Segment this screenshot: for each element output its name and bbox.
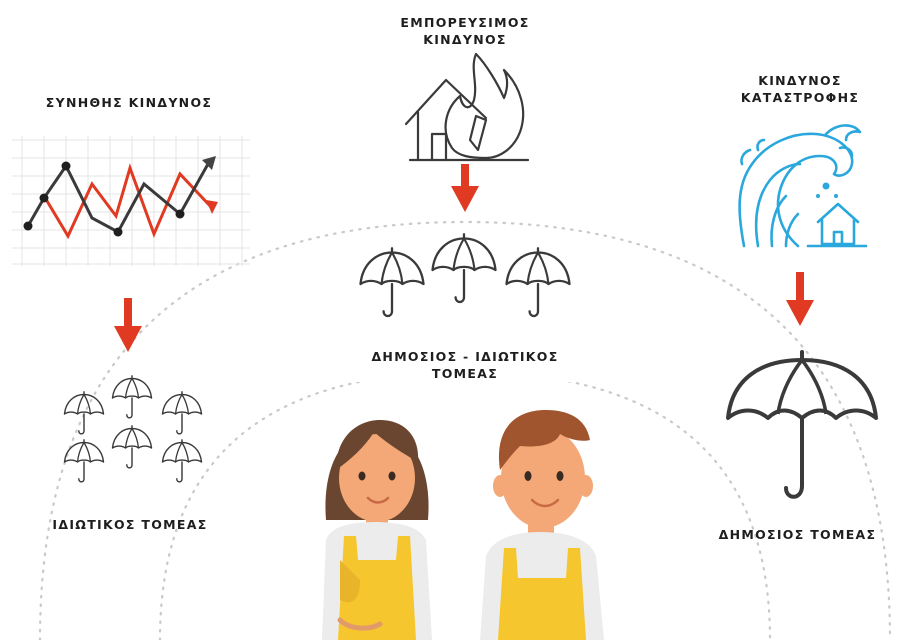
inner-dotted-arc <box>158 370 772 640</box>
center-down-arrow <box>451 164 479 212</box>
ordinary-risk-label: ΣΥΝΗΘΗΣ ΚΙΝΔΥΝΟΣ <box>45 95 213 110</box>
woman-figure <box>322 420 432 640</box>
red-trend-line <box>42 163 214 240</box>
catastrophe-risk-label: ΚΙΝΔΥΝΟΣ ΚΑΤΑΣΤΡΟΦΗΣ <box>740 73 860 105</box>
public-private-sector-label: ΔΗΜΟΣΙΟΣ - ΙΔΙΩΤΙΚΟΣ ΤΟΜΕΑΣ <box>325 348 605 382</box>
man-figure <box>480 410 604 640</box>
private-sector-label: ΙΔΙΩΤΙΚΟΣ ΤΟΜΕΑΣ <box>52 517 208 532</box>
right-down-arrow <box>786 272 814 326</box>
left-down-arrow <box>114 298 142 352</box>
red-arrow-head <box>206 200 218 214</box>
gray-trend-line <box>26 163 210 235</box>
public-sector-label: ΔΗΜΟΣΙΟΣ ΤΟΜΕΑΣ <box>718 527 877 542</box>
marketable-risk-label: ΕΜΠΟΡΕΥΣΙΜΟΣ ΚΙΝΔΥΝΟΣ <box>400 15 530 47</box>
gray-arrow-head <box>202 156 216 170</box>
